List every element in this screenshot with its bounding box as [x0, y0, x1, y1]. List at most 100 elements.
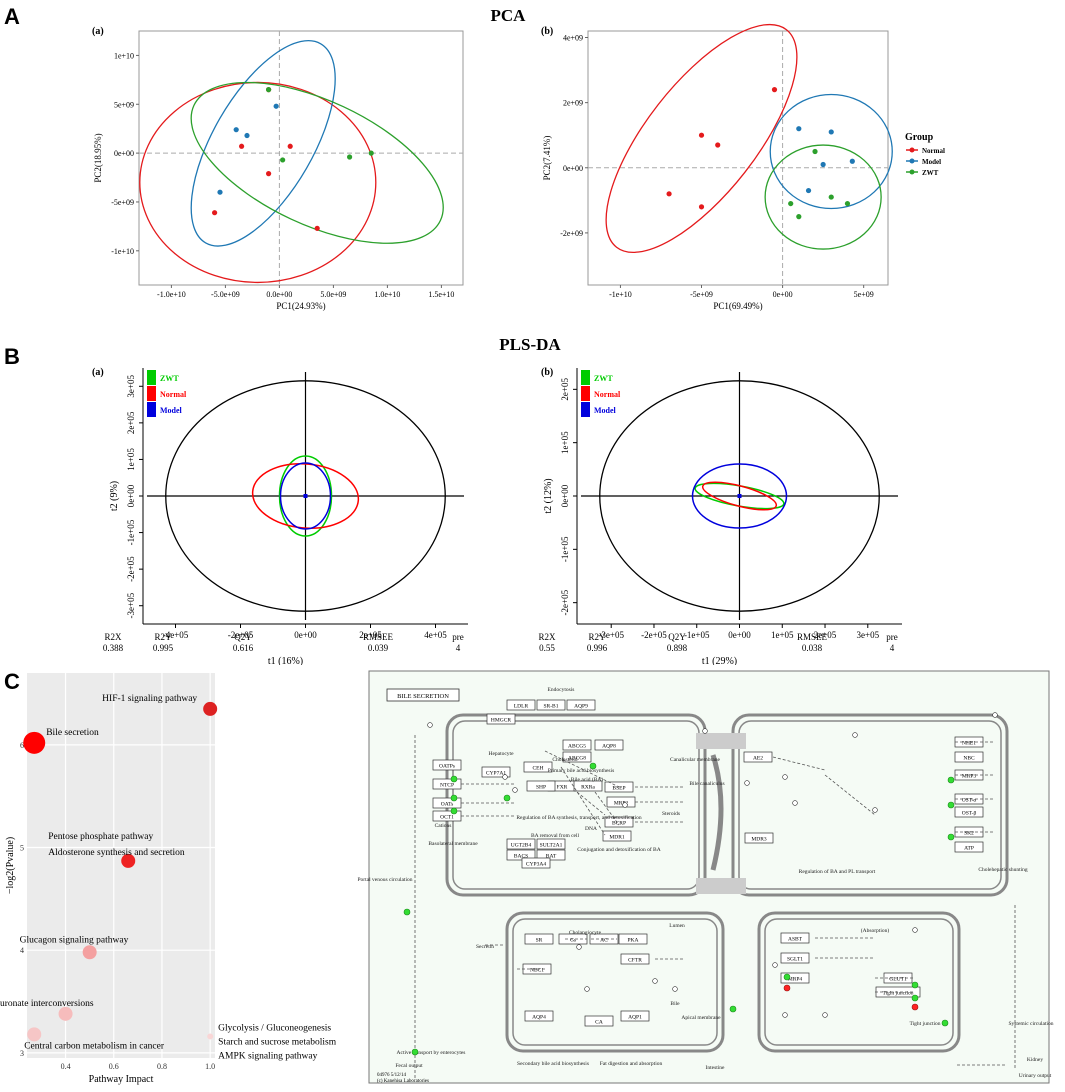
map-label-systemic-circulation: Systemic circulation — [1008, 1021, 1053, 1027]
legend-swatch-model — [581, 402, 590, 417]
gene-box-sglt1 — [780, 952, 810, 964]
point-model — [796, 126, 802, 132]
x-tick-label: 0.0e+00 — [266, 290, 292, 299]
gene-box-nbc — [954, 751, 984, 763]
ellipse-model — [279, 462, 332, 530]
point-zwt — [347, 154, 353, 160]
y-tick-label: 2e+05 — [560, 378, 570, 401]
stats-value-r2x: 0.388 — [103, 643, 124, 653]
gene-box-mdr1 — [602, 830, 632, 842]
map-label-ba-removal-from-cell: BA removal from cell — [531, 832, 580, 839]
map-label-secretin: Secretin — [476, 944, 494, 950]
point-zwt — [368, 150, 374, 156]
point-normal — [314, 225, 320, 231]
metabolite-node — [702, 728, 708, 734]
y-axis-label: t2 (9%) — [109, 481, 120, 511]
bubble-label-aldosterone-synthesis-and-secretion: Aldosterone synthesis and secretion — [48, 848, 185, 858]
bubble-pentose-phosphate-pathway — [121, 853, 136, 868]
legend-label-normal: Normal — [160, 390, 187, 399]
map-label-intestine: Intestine — [706, 1065, 725, 1071]
interaction-arrow — [772, 756, 826, 771]
gene-box-hmgcr — [486, 713, 516, 725]
bubble-label-glycolysis-gluconeogenesis: Glycolysis / Gluconeogenesis — [218, 1023, 331, 1033]
legend-label-zwt: ZWT — [160, 374, 179, 383]
stats-value-r2y: 0.996 — [587, 643, 608, 653]
gene-label-glut1: GLUT1 — [889, 977, 907, 983]
map-footer-copyright: (c) Kanehisa Laboratories — [377, 1079, 429, 1084]
map-label-fat-digestion-and-absorption: Fat digestion and absorption — [600, 1061, 663, 1067]
legend-item-zwt: ZWT — [906, 169, 939, 177]
metabolite-node-highlighted — [450, 775, 458, 783]
plot-frame — [587, 30, 889, 286]
gene-label-atp: ATP — [964, 846, 974, 852]
plsda-title: PLS-DA — [499, 335, 561, 354]
subpanel-label-a-a: (a) — [92, 26, 104, 37]
gene-label-sr: SR — [536, 938, 543, 944]
x-tick-label: 0e+00 — [728, 630, 751, 640]
gene-box-rxra — [573, 780, 603, 792]
metabolite-node-highlighted — [947, 801, 955, 809]
gene-label-pka: PKA — [627, 938, 638, 944]
metabolite-node-highlighted — [403, 908, 411, 916]
x-axis-label: t1 (29%) — [702, 656, 737, 665]
gene-label-mrp2: MRP2 — [614, 801, 629, 807]
point-normal — [266, 171, 272, 177]
bubble-label-central-carbon-metabolism-in-cancer: Central carbon metabolism in cancer — [24, 1041, 165, 1051]
x-tick-label: 5.0e+09 — [320, 290, 346, 299]
point-model — [737, 493, 742, 498]
y-tick-label: -2e+05 — [126, 556, 136, 582]
bubble-label-pentose-phosphate-pathway: Pentose phosphate pathway — [48, 832, 153, 842]
bubble-label-glucagon-signaling-pathway: Glucagon signaling pathway — [20, 935, 129, 945]
y-tick-label: 1e+05 — [560, 431, 570, 454]
gene-label-rxra: RXRa — [581, 785, 595, 791]
map-label-kidney: Kidney — [1027, 1057, 1043, 1063]
y-tick-label: -3e+05 — [126, 592, 136, 618]
map-title-box — [386, 688, 460, 702]
metabolite-node — [872, 807, 878, 813]
y-tick-label: 0e+00 — [560, 484, 570, 507]
gene-box-ugt2b4 — [506, 838, 536, 850]
legend-label-zwt: ZWT — [594, 374, 613, 383]
gene-label-bcrp: BCRP — [612, 821, 626, 827]
bubble-glycolysis-gluconeogenesis — [207, 1033, 214, 1040]
x-tick-label: 1.0e+10 — [374, 290, 400, 299]
gene-label-fxr: FXR — [557, 785, 568, 791]
tight-junction-bottom — [696, 878, 746, 894]
point-model — [217, 189, 223, 195]
ellipse-zwt — [764, 144, 882, 250]
legend-swatch-zwt — [581, 370, 590, 385]
ellipse-normal — [251, 463, 360, 529]
x-axis-label: PC1(24.93%) — [276, 301, 325, 311]
point-model — [849, 158, 855, 164]
gene-box-aqp9 — [566, 699, 596, 711]
metabolite-node-highlighted — [941, 1019, 949, 1027]
y-tick-label: -1e+05 — [126, 519, 136, 545]
y-tick-label: -2e+05 — [560, 589, 570, 615]
metabolite-node-highlighted — [450, 807, 458, 815]
gene-box-ae2 — [743, 751, 773, 763]
y-tick-label: -1e+05 — [560, 536, 570, 562]
metabolite-node-highlighted — [411, 1048, 419, 1056]
ellipse-zwt — [190, 81, 444, 244]
map-label-bile-canaliculus: Bile canaliculus — [689, 781, 724, 787]
interaction-arrow — [576, 791, 606, 816]
gene-label-mrp3: MRP3 — [962, 774, 977, 780]
gene-label-mdr3: MDR3 — [751, 837, 767, 843]
gene-box-ceh — [523, 761, 553, 773]
map-footer-id: 04976 5/12/14 — [377, 1073, 407, 1078]
point-zwt — [828, 194, 834, 200]
metabolite-node-highlighted — [589, 762, 597, 770]
gene-label-bsep: BSEP — [612, 786, 625, 792]
y-tick-label: 6 — [20, 741, 24, 750]
point-zwt — [280, 157, 286, 163]
x-tick-label: 2e+05 — [359, 630, 382, 640]
x-tick-label: -5.0e+09 — [211, 290, 240, 299]
y-tick-label: 5e+09 — [114, 100, 134, 109]
bubble-hif-1-signaling-pathway — [203, 701, 218, 716]
metabolite-node-highlighted — [450, 794, 458, 802]
bubble-label-pentose-and-glucuronate-interconversions: Pentose and glucuronate interconversions — [0, 999, 94, 1009]
gene-box-oatps — [432, 759, 462, 771]
metabolite-node — [852, 732, 858, 738]
